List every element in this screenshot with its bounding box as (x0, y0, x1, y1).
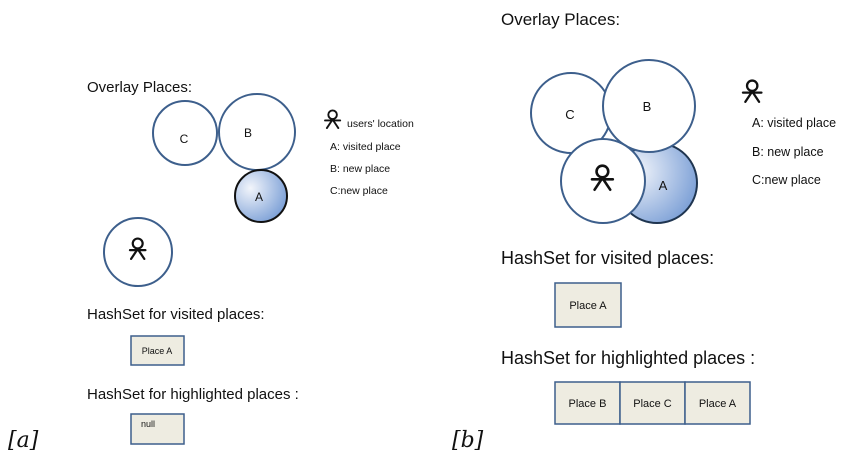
legend-person-icon (324, 109, 342, 130)
highlighted-set-item-box (130, 413, 185, 445)
highlighted-set-title: HashSet for highlighted places : (87, 386, 299, 403)
highlighted-set-item: Place C (633, 398, 672, 410)
panel-b: Overlay Places: C A B A: visited place B… (452, 10, 836, 453)
visited-set-title: HashSet for visited places: (87, 306, 265, 323)
place-a-circle (234, 169, 288, 223)
legend-a: A: visited place (330, 141, 401, 153)
panel-a: Overlay Places: C B A users' location A:… (8, 79, 414, 453)
place-b-circle (218, 93, 296, 171)
user-location-circle (103, 217, 173, 287)
highlighted-set-item: Place A (699, 398, 737, 410)
place-a-label: A (255, 190, 263, 204)
visited-set-item: Place A (142, 346, 173, 356)
highlighted-set-item: Place B (569, 398, 607, 410)
place-b-circle (602, 59, 696, 153)
legend-b: B: new place (330, 163, 390, 175)
visited-set-item: Place A (569, 300, 607, 312)
person-icon (590, 164, 615, 191)
highlighted-set-title: HashSet for highlighted places : (501, 348, 755, 368)
highlighted-set-items: Place B Place C Place A (554, 381, 751, 425)
legend-person-icon (741, 79, 763, 103)
panel-b-label: [b] (452, 428, 484, 453)
panel-a-title: Overlay Places: (87, 79, 192, 96)
place-c-circle (152, 100, 218, 166)
place-b-label: B (244, 126, 252, 140)
panel-b-title: Overlay Places: (501, 10, 620, 29)
visited-set-item-box (554, 282, 622, 328)
legend-c: C:new place (330, 185, 388, 197)
legend-b: B: new place (752, 145, 824, 159)
highlighted-set-item-box (619, 381, 686, 425)
legend-a: A: visited place (752, 116, 836, 130)
place-b-label: B (643, 99, 652, 114)
highlighted-set-item-box (684, 381, 751, 425)
legend-user-location: users' location (347, 118, 414, 130)
panel-a-label: [a] (8, 428, 39, 453)
person-icon (128, 237, 147, 261)
legend-c: C:new place (752, 173, 821, 187)
place-a-label: A (659, 178, 668, 193)
visited-set-item-box (130, 335, 185, 366)
visited-set-title: HashSet for visited places: (501, 248, 714, 268)
place-c-label: C (180, 132, 189, 146)
highlighted-set-item: null (141, 419, 155, 429)
place-c-label: C (565, 107, 574, 122)
